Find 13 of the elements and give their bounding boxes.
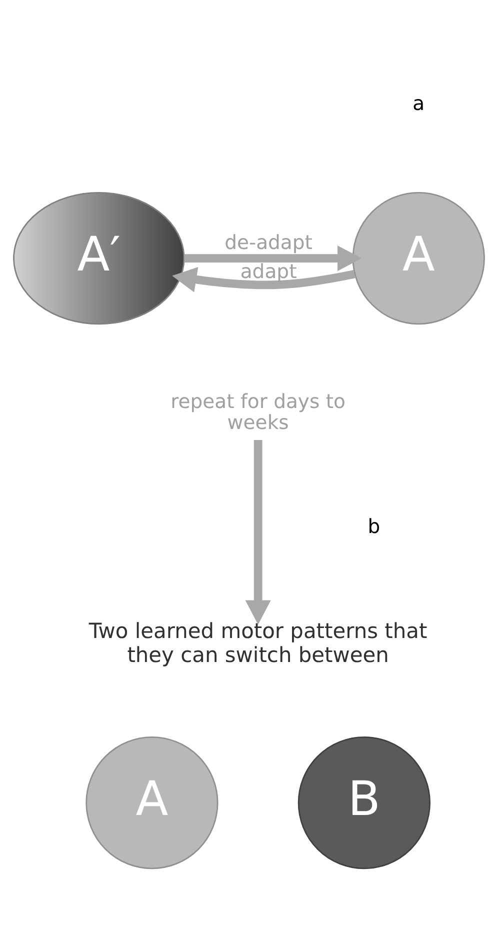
node-ellipse: A′ [13,191,185,324]
arrow [184,245,362,271]
arrow [245,440,271,624]
edge-label: de-adapt [224,230,312,254]
node-text: Two learned motor patterns that they can switch between [88,618,428,666]
node-text: repeat for days to weeks [170,389,346,434]
label: a [412,91,425,114]
node-circle: B [298,736,430,869]
node-circle: A [352,191,485,324]
node-circle: A [86,736,218,869]
label: b [368,514,380,538]
arrow [172,266,356,292]
edge-label: adapt [240,260,297,283]
